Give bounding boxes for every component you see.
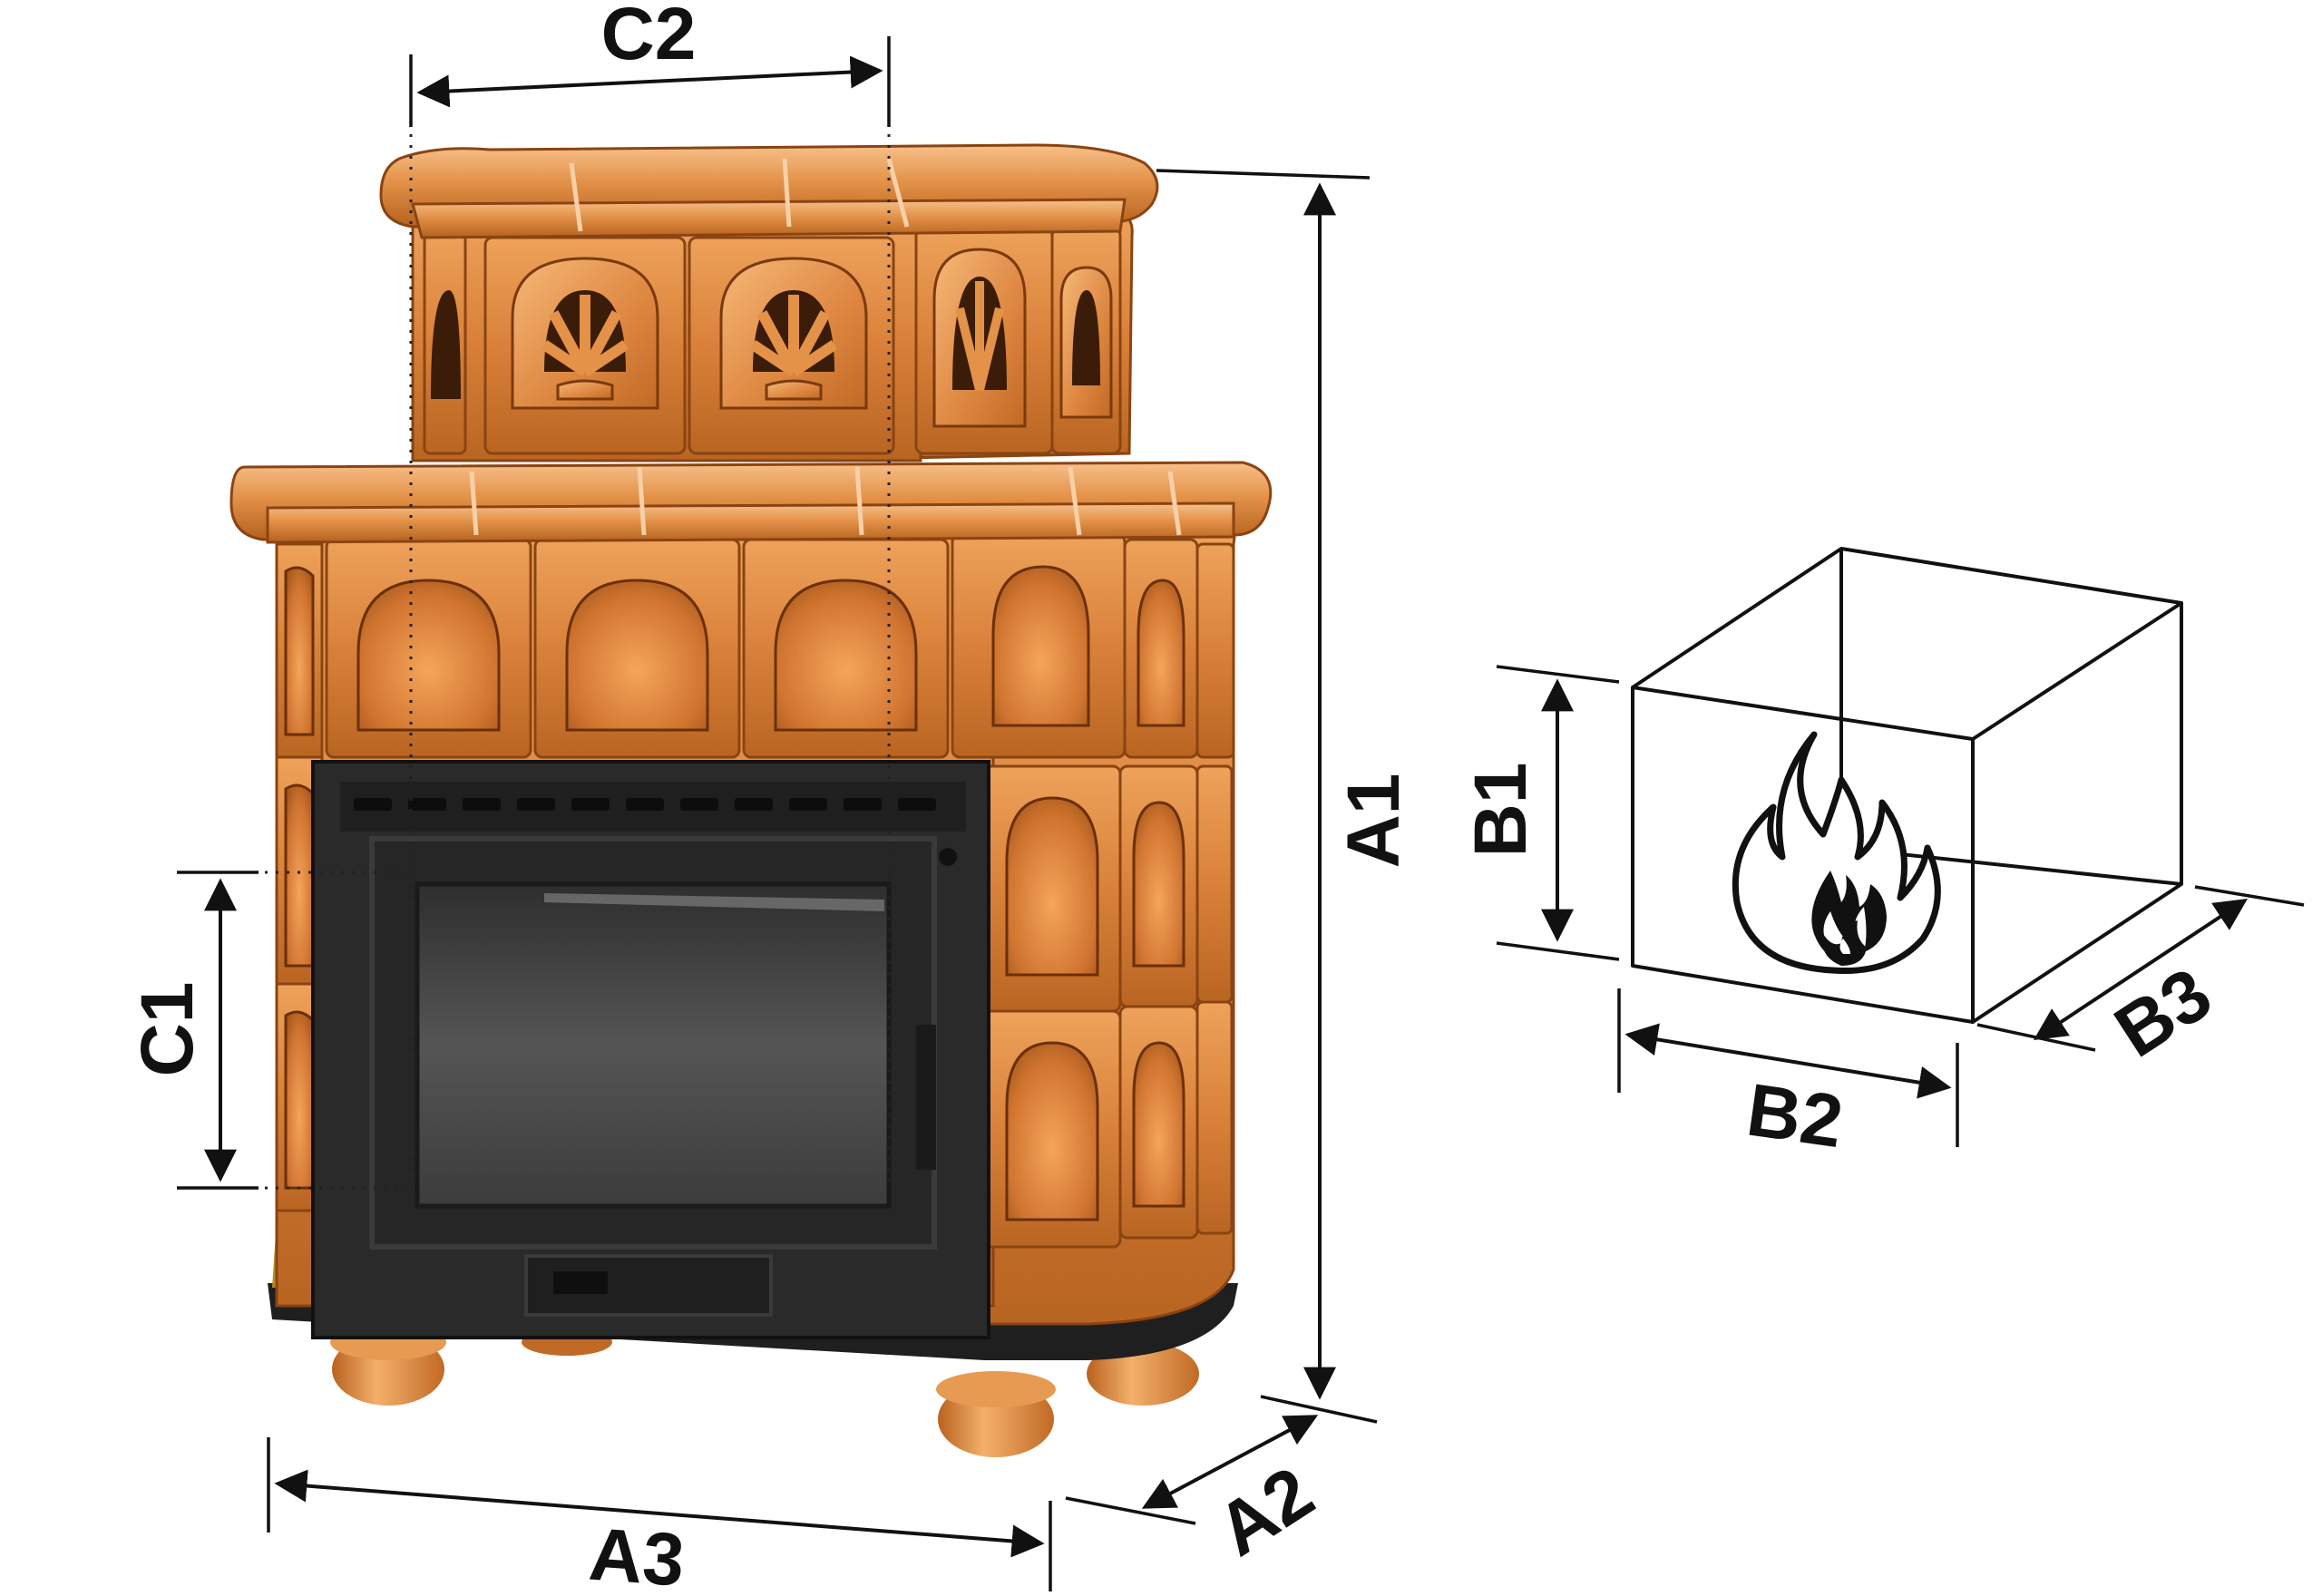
firebox-cube-icon xyxy=(1631,547,2183,1024)
dimension-b1: B1 xyxy=(1459,665,1620,961)
ash-drawer-handle xyxy=(553,1271,608,1294)
label-a3: A3 xyxy=(586,1513,687,1596)
label-b1: B1 xyxy=(1459,763,1542,858)
dimension-a3: A3 xyxy=(267,1437,1052,1596)
dimension-a1: A1 xyxy=(1156,169,1415,1424)
tiled-stove xyxy=(229,143,1273,1457)
insert-glass xyxy=(415,881,892,1209)
stove-middle-cornice-lower xyxy=(266,501,1235,544)
stove-top-cornice-lower xyxy=(411,198,1127,239)
stove-cornice-joints xyxy=(469,158,1182,536)
fireplace-insert xyxy=(311,760,990,1339)
dimension-a2: A2 xyxy=(1065,1415,1328,1572)
label-c1: C1 xyxy=(126,982,209,1077)
stove-vent-tiles xyxy=(423,227,1122,455)
label-a2: A2 xyxy=(1203,1451,1327,1572)
stove-right-tiles xyxy=(982,764,1234,1249)
label-a1: A1 xyxy=(1332,774,1415,869)
label-b3: B3 xyxy=(2101,952,2225,1073)
label-c2: C2 xyxy=(601,0,697,75)
dimension-c2: C2 xyxy=(409,0,891,127)
insert-vent-slots xyxy=(354,798,936,811)
label-b2: B2 xyxy=(1742,1068,1848,1163)
dimension-c1: C1 xyxy=(126,871,259,1190)
flame-icon xyxy=(1732,731,1941,975)
dimension-b3: B3 xyxy=(1976,885,2305,1074)
firebox-guide-lines xyxy=(254,91,891,1190)
door-knob-top xyxy=(939,848,957,866)
dimension-b2: B2 xyxy=(1617,988,1959,1163)
door-handle xyxy=(916,1025,936,1170)
glass-reflection xyxy=(544,893,884,911)
stove-upper-tile-row xyxy=(325,533,1235,759)
